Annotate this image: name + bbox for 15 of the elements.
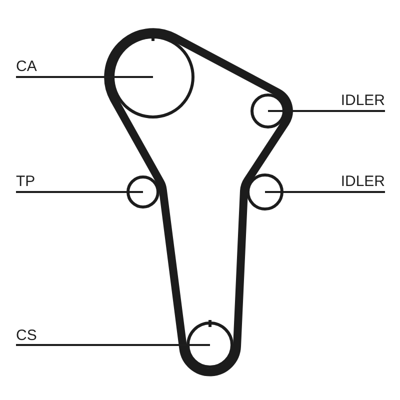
pulley	[186, 320, 234, 368]
leader-line	[16, 76, 153, 78]
part-label: CA	[16, 59, 37, 74]
leader-line	[16, 344, 210, 346]
part-label: CS	[16, 328, 37, 343]
pulley	[250, 94, 286, 128]
leader-line	[265, 191, 385, 193]
pulley	[112, 34, 194, 118]
pulley	[246, 174, 284, 210]
part-label: IDLER	[340, 93, 385, 108]
leader-line	[16, 191, 143, 193]
pulley	[126, 176, 160, 208]
part-label: IDLER	[340, 174, 385, 189]
part-label: TP	[16, 174, 36, 189]
leader-line	[268, 110, 385, 112]
